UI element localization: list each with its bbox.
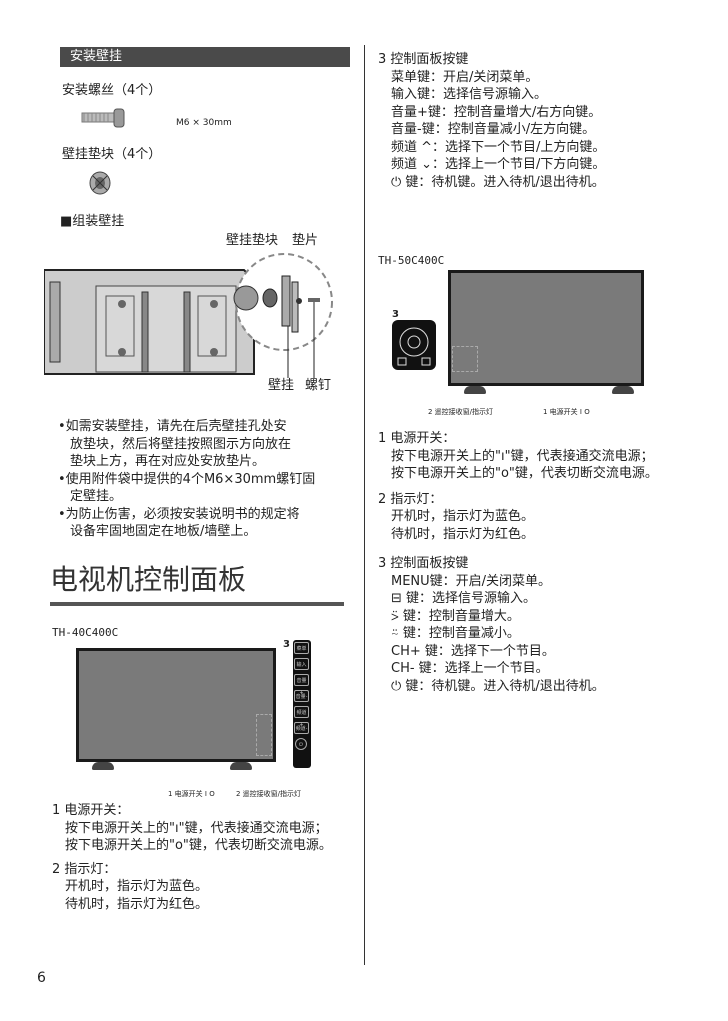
- tv40-callout-2: 2 遥控接收窗/指示灯: [236, 790, 302, 798]
- callout-spacer: 壁挂垫块: [226, 233, 279, 248]
- ctrl-keys-title: 3 控制面板按键: [378, 52, 469, 67]
- screw-label: 安装螺丝（4个）: [62, 83, 162, 98]
- tv50-item-indicator: 2 指示灯： 开机时，指示灯为蓝色。 待机时，指示灯为红色。: [378, 491, 535, 542]
- panel-vol-up-button[interactable]: 音量+: [294, 674, 309, 696]
- screw-spec: M6 × 30mm: [176, 118, 232, 128]
- joystick-icon[interactable]: [392, 320, 436, 370]
- tv50-stand-right: [612, 386, 634, 394]
- spacer-image: [88, 170, 112, 200]
- column-divider: [364, 45, 365, 965]
- tv50-stand-left: [464, 386, 486, 394]
- tv40-control-panel: 菜单 输入 音量+ 音量- 频道+ 频道- ⏻: [293, 640, 311, 768]
- panel-power-button[interactable]: ⏻: [295, 738, 307, 750]
- ctrl-keys-section: 3 控制面板按键 菜单键：开启/关闭菜单。 输入键：选择信号源输入。 音量+键：…: [378, 52, 606, 190]
- tv40-items: 1 电源开关： 按下电源开关上的"ı"键，代表接通交流电源； 按下电源开关上的"…: [52, 802, 332, 913]
- tv-50-image: [448, 270, 644, 386]
- mount-note-3: •为防止伤害，必须按安装说明书的规定将设备牢固地固定在地板/墙壁上。: [58, 506, 300, 540]
- tv40-callout-1: 1 电源开关 I O: [168, 790, 215, 798]
- wall-mount-diagram: [43, 252, 344, 396]
- heading-underline: [50, 602, 344, 606]
- tv50-callout-2: 2 遥控接收窗/指示灯: [428, 408, 494, 416]
- tv50-control-panel: [392, 320, 436, 370]
- screw-image: [80, 108, 130, 132]
- tv50-items: 1 电源开关： 按下电源开关上的"ı"键，代表接通交流电源； 按下电源开关上的"…: [378, 430, 658, 695]
- tv50-item-power: 1 电源开关： 按下电源开关上的"ı"键，代表接通交流电源； 按下电源开关上的"…: [378, 431, 658, 481]
- tv-stand-left: [92, 762, 114, 770]
- receiver-area: [256, 714, 272, 756]
- tv40-item-indicator: 2 指示灯： 开机时，指示灯为蓝色。 待机时，指示灯为红色。: [52, 861, 209, 912]
- panel-ch-down-button[interactable]: 频道-: [294, 722, 309, 734]
- tv50-item-keys: 3 控制面板按键 MENU键：开启/关闭菜单。 ⊟ 键：选择信号源输入。 ⍩ 键…: [378, 556, 605, 694]
- assemble-title: ■组装壁挂: [60, 214, 125, 229]
- tv50-callout-1: 1 电源开关 I O: [543, 408, 590, 416]
- tv40-callout-3: 3: [283, 639, 290, 650]
- mount-note-2: •使用附件袋中提供的4个M6×30mm螺钉固定壁挂。: [58, 471, 316, 505]
- panel-ch-up-button[interactable]: 频道+: [294, 706, 309, 728]
- tv-stand-right: [230, 762, 252, 770]
- panel-input-button[interactable]: 输入: [294, 658, 309, 670]
- tv40-item-power: 1 电源开关： 按下电源开关上的"ı"键，代表接通交流电源； 按下电源开关上的"…: [52, 803, 332, 853]
- callout-bracket: 壁挂: [268, 378, 295, 393]
- page-number: 6: [37, 970, 46, 986]
- tv50-callout-3: 3: [392, 309, 399, 320]
- receiver-area-50: [452, 346, 478, 372]
- page-heading: 电视机控制面板: [50, 563, 247, 596]
- spacer-label: 壁挂垫块（4个）: [62, 147, 162, 162]
- mount-notes: •如需安装壁挂，请先在后壳壁挂孔处安放垫块，然后将壁挂按照图示方向放在垫块上方，…: [58, 418, 315, 541]
- callout-screw: 螺钉: [305, 378, 332, 393]
- callout-washer: 垫片: [292, 233, 319, 248]
- model-50: TH-50C400C: [378, 254, 445, 267]
- model-40: TH-40C400C: [52, 626, 119, 639]
- panel-menu-button[interactable]: 菜单: [294, 642, 309, 654]
- section-title-wall-mount: 安装壁挂: [60, 47, 350, 67]
- panel-vol-down-button[interactable]: 音量-: [294, 690, 309, 702]
- mount-note-1: •如需安装壁挂，请先在后壳壁挂孔处安放垫块，然后将壁挂按照图示方向放在垫块上方，…: [58, 419, 292, 469]
- tv-40-image: [76, 648, 276, 762]
